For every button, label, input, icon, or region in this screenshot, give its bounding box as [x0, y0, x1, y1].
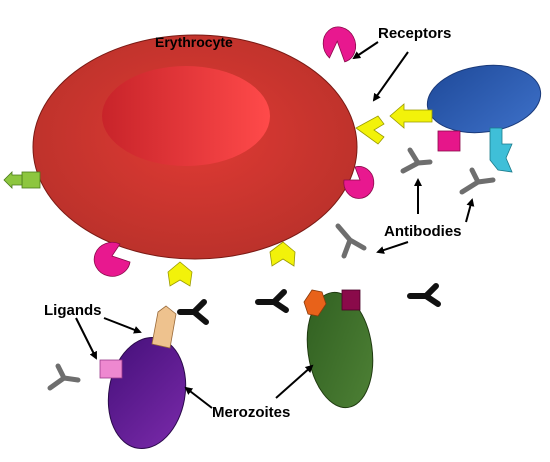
- antibody-gray-2: [459, 167, 496, 195]
- antibodies-arrow-2: [465, 198, 475, 223]
- antibody-gray-4: [47, 363, 81, 391]
- antibody-black-3: [407, 283, 441, 307]
- antibody-gray-3: [335, 223, 367, 259]
- magenta-receptor-top: [322, 26, 357, 63]
- erythrocyte-cell: [32, 34, 358, 260]
- purple-merozoite: [99, 305, 187, 450]
- blue-merozoite: [389, 64, 542, 173]
- antibodies-arrow-3: [376, 241, 409, 254]
- label-arrows: [75, 41, 475, 409]
- maroon-ligand: [341, 289, 361, 311]
- green-surface-ligand: [3, 171, 41, 189]
- erythrocyte-label: Erythrocyte: [155, 34, 233, 50]
- ligands-label: Ligands: [44, 302, 102, 319]
- merozoites-arrow-1: [184, 386, 213, 409]
- yellow-ligand: [389, 103, 433, 129]
- antibody-black-2: [255, 289, 289, 313]
- ligands-arrow-1: [103, 317, 142, 334]
- green-merozoite: [303, 289, 374, 409]
- receptors-arrow-2: [372, 51, 409, 102]
- magenta-receptor-right: [343, 166, 375, 199]
- ligands-arrow-2: [75, 317, 97, 360]
- magenta-receptor-bottom: [93, 241, 131, 277]
- merozoites-arrow-2: [275, 364, 314, 399]
- yellow-receptor-bottom-right: [269, 241, 296, 267]
- yellow-receptor-bottom-left: [167, 261, 193, 287]
- receptors-label: Receptors: [378, 25, 451, 42]
- erythrocyte-center: [102, 66, 270, 166]
- merozoites-label: Merozoites: [212, 404, 290, 421]
- orange-ligand: [303, 289, 327, 317]
- receptors-arrow-1: [352, 41, 379, 60]
- antibody-black-1: [177, 299, 209, 325]
- yellow-receptor-right: [355, 115, 385, 145]
- antibodies-label: Antibodies: [384, 223, 462, 240]
- magenta-ligand: [437, 130, 461, 152]
- antibody-gray-1: [400, 147, 433, 174]
- peach-ligand: [151, 305, 177, 349]
- cyan-ligand: [489, 127, 513, 173]
- pink-ligand: [99, 359, 123, 379]
